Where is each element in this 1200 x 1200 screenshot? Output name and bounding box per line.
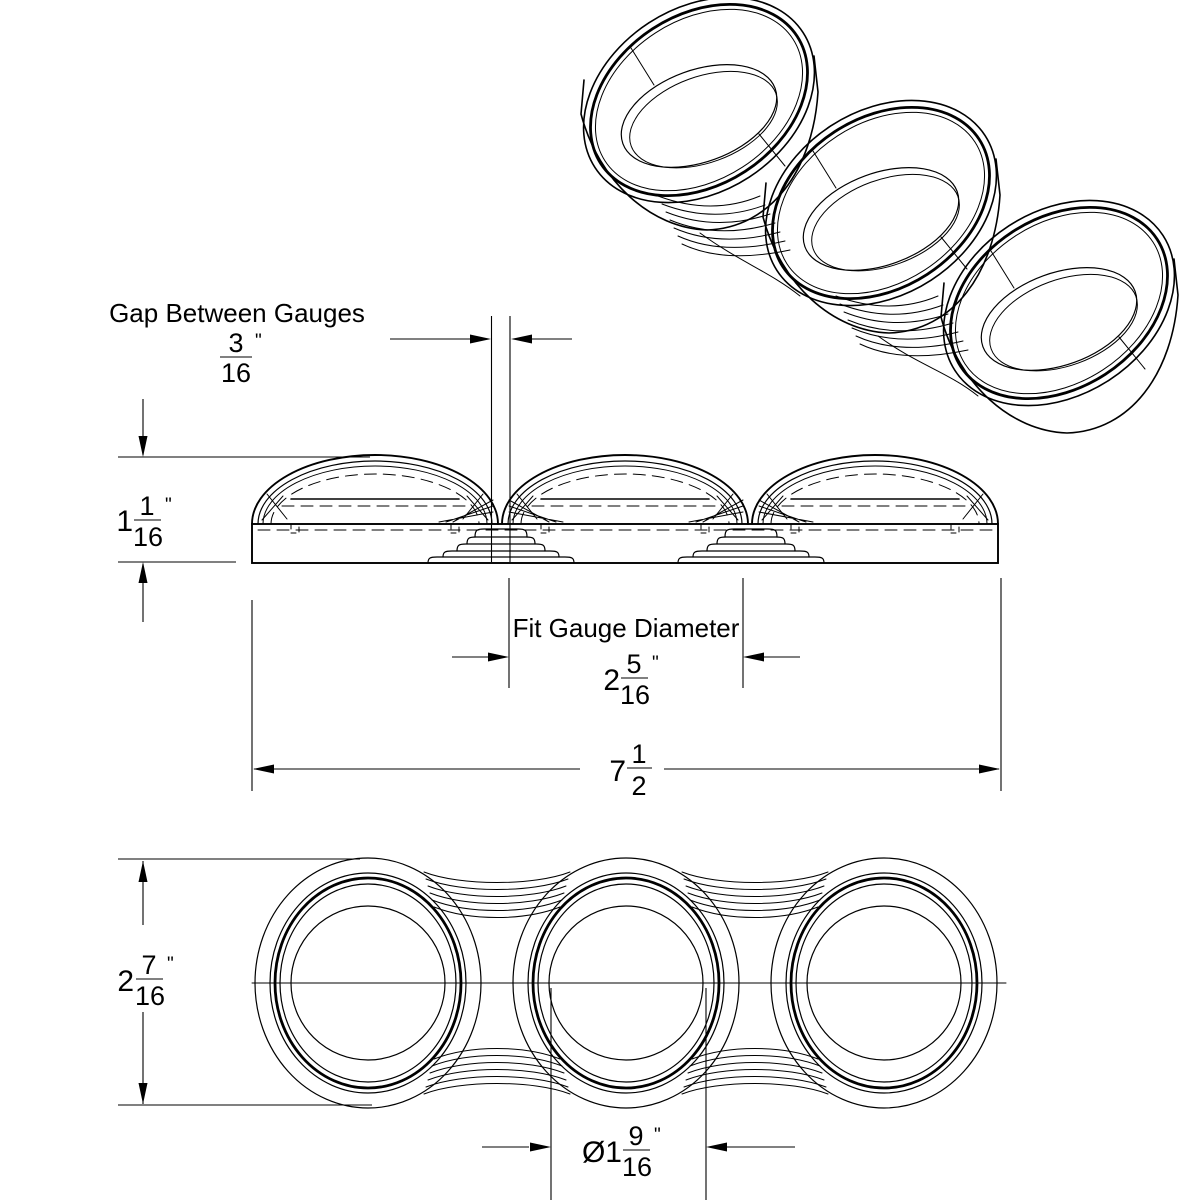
depth-denominator: 16 <box>135 981 165 1011</box>
arrowhead <box>743 652 764 662</box>
width-whole: 7 <box>609 755 626 788</box>
hole-numerator: 9 <box>628 1121 643 1151</box>
arrowhead <box>470 334 491 344</box>
arrowhead <box>138 562 148 583</box>
height-unit: " <box>165 495 172 516</box>
fit-numerator: 5 <box>626 649 641 679</box>
hole-unit: " <box>654 1125 661 1146</box>
width-numerator: 1 <box>631 739 646 769</box>
gap-denominator: 16 <box>221 358 251 388</box>
fit-denominator: 16 <box>620 680 650 710</box>
dim-hole-diameter: Ø1 9 16 " <box>482 988 795 1200</box>
iso-rib-web-2-3 <box>835 295 979 397</box>
dim-gap: Gap Between Gauges 3 16 " <box>109 298 572 388</box>
dim-overall-width: 7 1 2 <box>251 578 1002 801</box>
arrowhead <box>253 764 274 774</box>
dim-plan-depth: 2 7 16 " <box>117 858 372 1106</box>
elevation-connector-steps <box>427 499 825 564</box>
arrowhead <box>138 861 148 882</box>
iso-pod-1 <box>580 0 819 231</box>
height-numerator: 1 <box>139 491 154 521</box>
fit-label: Fit Gauge Diameter <box>513 613 740 643</box>
arrowhead <box>138 1083 148 1104</box>
hole-denominator: 16 <box>622 1152 652 1182</box>
iso-rib-web-1-2 <box>657 195 801 297</box>
arrowhead <box>706 1142 727 1152</box>
hole-whole: Ø1 <box>582 1136 622 1169</box>
gap-label: Gap Between Gauges <box>109 298 365 328</box>
depth-numerator: 7 <box>141 950 156 980</box>
front-elevation-view <box>251 316 999 564</box>
arrowhead <box>530 1142 551 1152</box>
plan-rib-web-2-3 <box>681 871 829 1095</box>
isometric-view <box>580 0 1179 434</box>
width-denominator: 2 <box>631 771 646 801</box>
arrowhead <box>488 652 509 662</box>
depth-whole: 2 <box>117 965 134 998</box>
gap-extension-lines <box>490 316 511 562</box>
arrowhead <box>511 334 532 344</box>
height-whole: 1 <box>116 505 133 538</box>
dim-fit-gauge: Fit Gauge Diameter 2 5 16 " <box>452 578 800 710</box>
iso-pod-3 <box>940 199 1179 434</box>
height-denominator: 16 <box>133 522 163 552</box>
elevation-domes <box>251 454 999 534</box>
arrowhead <box>979 764 1000 774</box>
iso-pod-2 <box>762 99 1001 334</box>
fit-whole: 2 <box>603 664 620 697</box>
depth-unit: " <box>167 954 174 975</box>
gap-numerator: 3 <box>228 328 243 358</box>
plan-rib-web-1-2 <box>423 871 571 1095</box>
gap-unit: " <box>255 331 262 352</box>
fit-unit: " <box>652 653 659 674</box>
dim-height: 1 1 16 " <box>116 399 370 622</box>
arrowhead <box>138 436 148 457</box>
plan-view <box>251 857 1007 1109</box>
